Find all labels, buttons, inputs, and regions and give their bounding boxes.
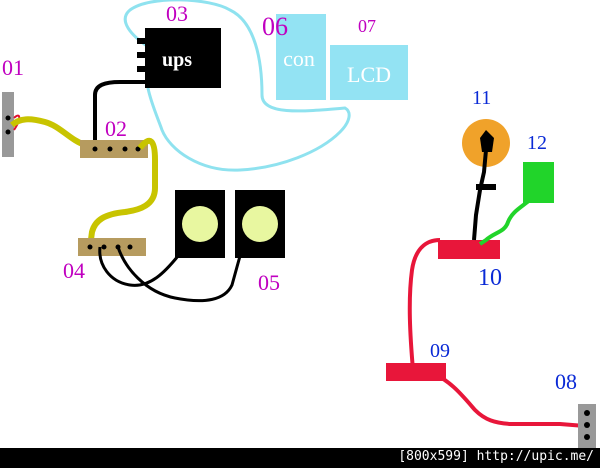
label-10: 10 (478, 265, 502, 291)
ups-chip: ups (137, 28, 221, 88)
green-pad-12 (523, 162, 554, 203)
connector-01 (2, 92, 21, 157)
olive-wire-02-04 (87, 137, 158, 248)
lcd-box: LCD (330, 45, 408, 100)
con-box: con (276, 14, 326, 100)
label-05: 05 (258, 270, 280, 295)
label-09: 09 (430, 340, 450, 362)
label-07: 07 (358, 16, 376, 36)
ups-label: ups (162, 49, 192, 71)
label-04: 04 (63, 258, 85, 283)
green-wire-12-10 (478, 198, 532, 246)
label-12: 12 (527, 132, 547, 154)
label-06: 06 (262, 12, 288, 41)
label-11: 11 (472, 87, 491, 109)
footer-bar (0, 448, 600, 468)
black-wire-04-05a (98, 246, 180, 287)
black-wire-bend (476, 184, 496, 190)
label-02: 02 (105, 116, 127, 141)
lcd-label: LCD (347, 62, 391, 87)
olive-wire-01-02 (10, 116, 87, 148)
label-03: 03 (166, 1, 188, 26)
black-wire-02-ups (93, 80, 150, 145)
speaker-right (235, 190, 285, 258)
red-wire-10-09 (407, 238, 441, 371)
red-wire-09-08 (429, 370, 586, 428)
black-wire-04-05b (116, 246, 242, 303)
red-bar-09 (386, 363, 446, 381)
red-block-10 (438, 240, 500, 259)
speaker-left (175, 190, 225, 258)
cyan-wire (123, 0, 351, 172)
board-04 (78, 238, 146, 256)
con-label: con (283, 46, 315, 71)
pad-11 (462, 119, 510, 167)
watermark-link[interactable]: [800x599] http://upic.me/ (398, 449, 594, 464)
label-08: 08 (555, 369, 577, 394)
connector-08 (578, 404, 596, 448)
board-02 (80, 140, 148, 158)
label-01: 01 (2, 55, 24, 80)
